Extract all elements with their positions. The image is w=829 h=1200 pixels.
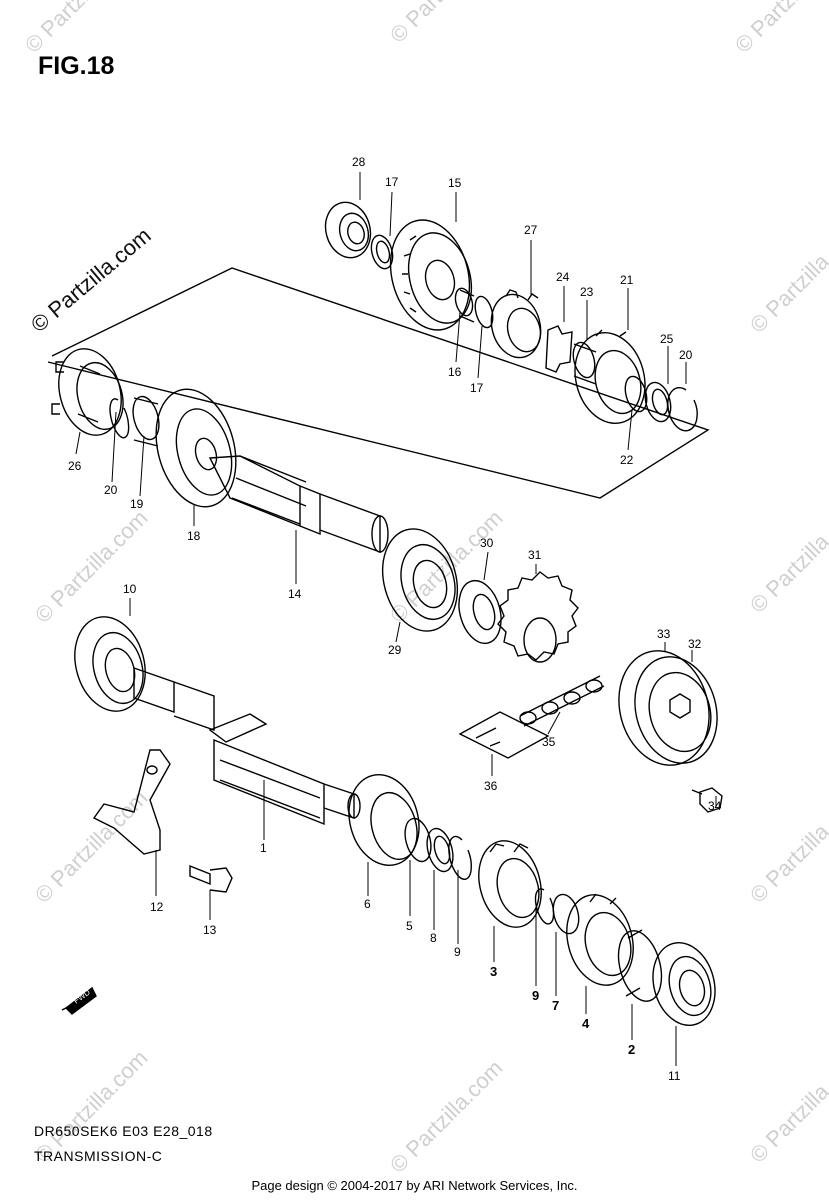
callout-6[interactable]: 6 bbox=[364, 897, 371, 911]
callout-17[interactable]: 17 bbox=[385, 175, 399, 189]
callout-19[interactable]: 19 bbox=[130, 497, 144, 511]
callout-2[interactable]: 2 bbox=[628, 1042, 635, 1057]
part-19-bushing bbox=[132, 395, 160, 447]
part-4-gear bbox=[566, 893, 634, 986]
part-1-driveshaft bbox=[133, 667, 361, 826]
callout-34[interactable]: 34 bbox=[708, 799, 722, 813]
callout-33[interactable]: 33 bbox=[657, 627, 671, 641]
fwd-arrow-icon bbox=[61, 986, 97, 1015]
callout-25[interactable]: 25 bbox=[660, 332, 674, 346]
callout-12[interactable]: 12 bbox=[150, 900, 164, 914]
callout-9-b[interactable]: 9 bbox=[532, 988, 539, 1003]
callout-28[interactable]: 28 bbox=[352, 155, 366, 169]
callout-10[interactable]: 10 bbox=[123, 582, 137, 596]
part-20-circlip-b bbox=[109, 398, 130, 439]
callout-31[interactable]: 31 bbox=[528, 548, 542, 562]
part-2-gear bbox=[617, 929, 663, 1002]
callout-16[interactable]: 16 bbox=[448, 365, 462, 379]
callout-labels: 28 17 15 27 24 23 21 25 20 16 17 22 26 2… bbox=[68, 155, 722, 1083]
part-30-spacer bbox=[458, 579, 502, 645]
part-18-gear bbox=[155, 388, 237, 508]
callout-35[interactable]: 35 bbox=[542, 735, 556, 749]
callout-29[interactable]: 29 bbox=[388, 643, 402, 657]
part-35-chain-segment bbox=[519, 675, 605, 727]
leader-lines bbox=[75, 172, 717, 1066]
part-10-bearing bbox=[74, 616, 146, 712]
callout-8[interactable]: 8 bbox=[430, 931, 437, 945]
callout-26[interactable]: 26 bbox=[68, 459, 82, 473]
part-25-washer bbox=[644, 381, 672, 423]
part-3-gear bbox=[478, 840, 542, 928]
callout-13[interactable]: 13 bbox=[203, 923, 217, 937]
part-21-gear bbox=[574, 329, 646, 424]
part-13-bolt bbox=[189, 864, 233, 893]
part-26-gear bbox=[51, 348, 124, 436]
part-34-bolt bbox=[691, 787, 723, 813]
part-7-washer bbox=[552, 893, 580, 935]
part-9-circlip bbox=[448, 835, 472, 880]
callout-17-b[interactable]: 17 bbox=[470, 381, 484, 395]
part-31-sprocket bbox=[497, 571, 579, 663]
part-5-bushing bbox=[404, 817, 432, 863]
callout-36[interactable]: 36 bbox=[484, 779, 498, 793]
callout-7[interactable]: 7 bbox=[552, 998, 559, 1013]
callout-21[interactable]: 21 bbox=[620, 273, 634, 287]
part-14-countershaft bbox=[208, 455, 389, 554]
part-15-gear bbox=[389, 219, 473, 331]
callout-24[interactable]: 24 bbox=[556, 270, 570, 284]
callout-14[interactable]: 14 bbox=[288, 587, 302, 601]
part-6-gear bbox=[348, 774, 420, 866]
part-20-circlip bbox=[667, 387, 698, 432]
callout-15[interactable]: 15 bbox=[448, 176, 462, 190]
part-27-gear bbox=[490, 289, 542, 359]
callout-1[interactable]: 1 bbox=[260, 841, 267, 855]
assembly-outline bbox=[47, 267, 710, 499]
part-32-33-drive-pulley bbox=[618, 650, 718, 766]
callout-9[interactable]: 9 bbox=[454, 945, 461, 959]
part-17-washer-b bbox=[474, 295, 494, 329]
callout-32[interactable]: 32 bbox=[688, 637, 702, 651]
part-11-bearing bbox=[652, 941, 716, 1027]
callout-11[interactable]: 11 bbox=[668, 1069, 681, 1083]
copyright-footer: Page design © 2004-2017 by ARI Network S… bbox=[251, 1178, 578, 1193]
figure-title: FIG.18 bbox=[38, 52, 115, 80]
part-29-bearing bbox=[382, 528, 458, 632]
callout-30[interactable]: 30 bbox=[480, 536, 494, 550]
part-28-bearing bbox=[324, 201, 372, 259]
callout-20[interactable]: 20 bbox=[679, 348, 693, 362]
callout-22[interactable]: 22 bbox=[620, 453, 634, 467]
part-16-bushing bbox=[454, 287, 475, 323]
section-title: TRANSMISSION-C bbox=[34, 1148, 163, 1164]
callout-20-b[interactable]: 20 bbox=[104, 483, 118, 497]
part-36-chain-joint bbox=[458, 711, 550, 759]
part-12-retainer-plate bbox=[92, 749, 171, 855]
callout-18[interactable]: 18 bbox=[187, 529, 201, 543]
model-code: DR650SEK6 E03 E28_018 bbox=[34, 1123, 213, 1139]
part-24-washer bbox=[545, 325, 573, 373]
part-23-bushing bbox=[572, 341, 597, 385]
callout-4[interactable]: 4 bbox=[582, 1016, 590, 1031]
callout-5[interactable]: 5 bbox=[406, 919, 413, 933]
callout-27[interactable]: 27 bbox=[524, 223, 538, 237]
callout-3[interactable]: 3 bbox=[490, 964, 497, 979]
callout-23[interactable]: 23 bbox=[580, 285, 594, 299]
